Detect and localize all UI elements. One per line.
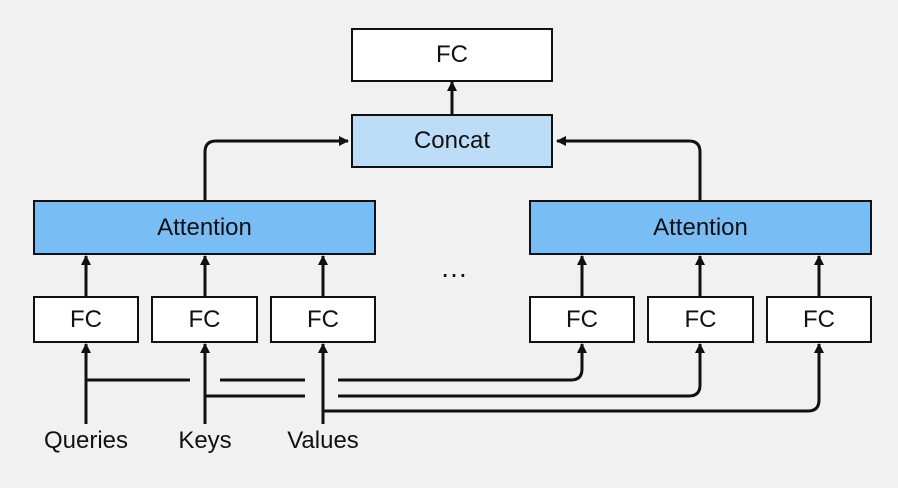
fc-right-3-label: FC [803, 305, 835, 333]
arrow-attention-left-to-concat [203, 136, 349, 200]
output-fc-label: FC [436, 41, 468, 68]
ellipsis: … [440, 252, 470, 283]
fc-right-2-label: FC [684, 305, 717, 333]
fc-left-1: FC [33, 296, 139, 343]
fc-right-1-label: FC [566, 305, 598, 333]
attention-right-label: Attention [653, 213, 748, 241]
fc-left-3: FC [270, 296, 376, 343]
fc-left-3-label: FC [307, 305, 339, 333]
fc-right-2: FC [647, 296, 754, 343]
fc-right-1: FC [529, 296, 635, 343]
input-keys-label: Keys [178, 427, 232, 454]
wire-values-to-right [323, 343, 824, 413]
concat-label: Concat [413, 127, 491, 154]
input-queries-label: Queries [43, 427, 129, 454]
attention-left-label: Attention [157, 213, 252, 241]
fc-right-3: FC [766, 296, 872, 343]
wire-queries-to-right [86, 344, 582, 382]
wire-keys-to-right [205, 344, 700, 398]
fc-left-2-label: FC [188, 305, 221, 333]
fc-left-1-label: FC [70, 305, 102, 333]
input-values-label: Values [287, 427, 359, 454]
attention-right-box: Attention [529, 200, 872, 255]
concat-box: Concat [351, 114, 553, 168]
output-fc-box: FC [351, 28, 553, 82]
arrow-attention-right-to-concat [556, 136, 702, 200]
attention-left-box: Attention [33, 200, 376, 255]
fc-left-2: FC [151, 296, 258, 343]
